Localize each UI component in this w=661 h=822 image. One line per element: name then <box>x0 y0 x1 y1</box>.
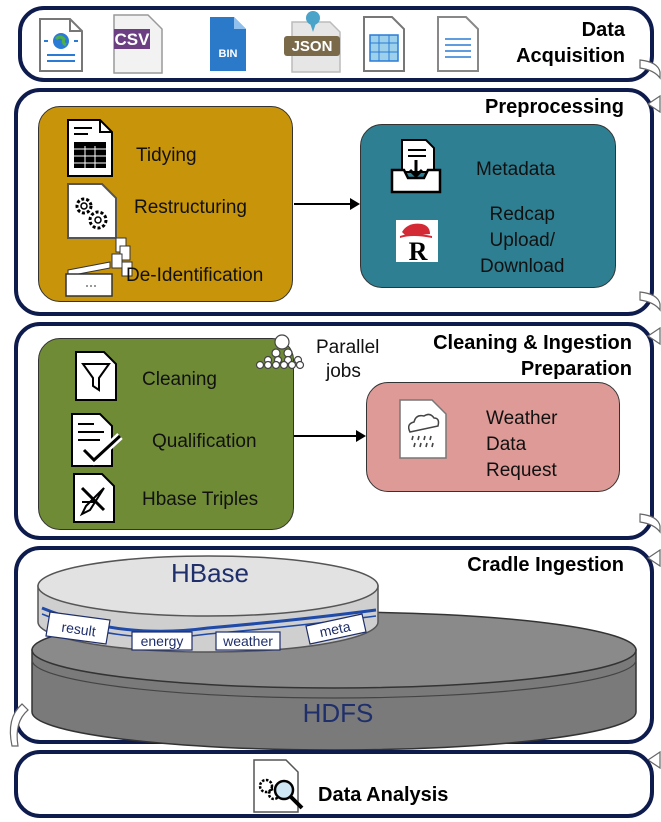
stage-connector-arrows <box>9 59 661 770</box>
weather-line3: Request <box>486 460 557 481</box>
restructuring-label: Restructuring <box>134 197 247 218</box>
de-identification-shredder-icon <box>65 237 133 297</box>
hbase-table-tags <box>45 611 367 651</box>
web-file-icon <box>39 18 83 72</box>
stage-title-data-acquisition: Data Acquisition <box>490 17 625 69</box>
data-analysis-magnifier-icon <box>253 759 304 813</box>
json-file-icon: JSON <box>284 11 341 73</box>
hbase-triples-tools-icon <box>73 473 115 523</box>
json-label: JSON <box>292 38 333 55</box>
parallel-line1: Parallel <box>316 337 380 358</box>
tag-meta-label: meta <box>318 618 352 640</box>
qualification-label: Qualification <box>152 431 257 452</box>
bin-label: BIN <box>219 48 238 60</box>
hbase-triples-label: Hbase Triples <box>142 489 259 510</box>
de-identification-label: De-Identification <box>126 265 264 286</box>
tag-result-label: result <box>61 619 97 640</box>
tag-weather <box>215 631 281 651</box>
text-file-icon <box>437 16 479 72</box>
cleaning-funnel-icon <box>75 351 117 401</box>
parallel-line2: jobs <box>326 361 361 382</box>
stage-title-preprocessing: Preprocessing <box>485 96 624 118</box>
acquisition-title-line2: Acquisition <box>516 45 625 67</box>
weather-line1: Weather <box>486 408 558 429</box>
metadata-label: Metadata <box>476 159 556 180</box>
tidying-table-icon <box>67 119 113 177</box>
tag-energy <box>131 631 193 651</box>
hbase-label: HBase <box>171 558 249 588</box>
weather-rain-icon <box>399 399 447 459</box>
qualification-check-icon <box>71 413 123 467</box>
stage-title-cradle: Cradle Ingestion <box>467 554 624 576</box>
cleaning-label: Cleaning <box>142 369 217 390</box>
hdfs-label: HDFS <box>303 698 374 728</box>
tag-result <box>45 611 111 645</box>
stage-title-cleaning: Cleaning & Ingestion Preparation <box>410 330 632 382</box>
csv-file-icon: CSV <box>113 14 163 74</box>
tag-weather-label: weather <box>222 633 273 649</box>
flow-arrow-cleaning <box>294 430 366 442</box>
spreadsheet-file-icon <box>363 16 405 72</box>
redcap-line1: Redcap <box>489 204 556 225</box>
metadata-inbox-icon <box>390 139 442 194</box>
tidying-label: Tidying <box>136 145 197 166</box>
restructuring-gears-icon <box>67 183 117 239</box>
weather-request-label: Weather Data Request <box>486 406 557 484</box>
parallel-jobs-label: Parallel jobs <box>316 336 379 384</box>
hdfs-disk <box>31 611 637 751</box>
stage-data-analysis <box>14 750 654 818</box>
redcap-logo-text: R <box>409 237 428 262</box>
tag-meta <box>305 613 367 645</box>
redcap-line2: Upload/ <box>489 230 556 251</box>
parallel-jobs-tree-icon <box>255 334 305 370</box>
csv-label: CSV <box>115 30 151 49</box>
redcap-label: Redcap Upload/ Download <box>480 202 565 280</box>
weather-line2: Data <box>486 434 527 455</box>
cleaning-title-line2: Preparation <box>520 358 632 380</box>
bin-file-icon: BIN <box>210 17 246 71</box>
redcap-line3: Download <box>480 256 565 277</box>
acquisition-title-line1: Data <box>581 19 625 41</box>
redcap-logo-icon: R <box>396 220 438 266</box>
flow-arrow-preprocessing <box>294 198 360 210</box>
cleaning-title-line1: Cleaning & Ingestion <box>433 332 632 354</box>
tag-energy-label: energy <box>141 633 184 649</box>
stage-title-data-analysis: Data Analysis <box>318 784 449 806</box>
